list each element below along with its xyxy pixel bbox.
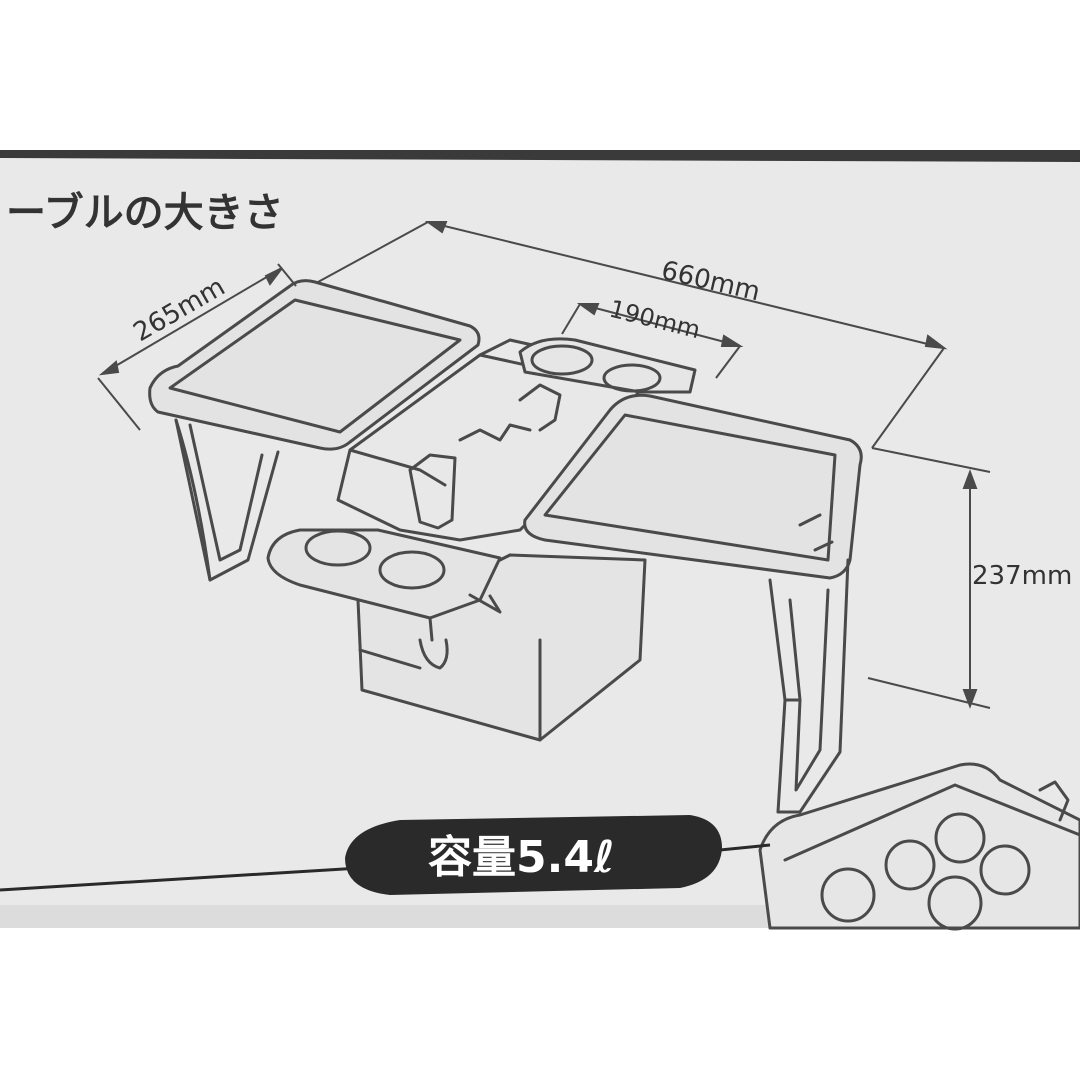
arrow-head <box>424 221 448 234</box>
tray-extension-line-right <box>715 345 741 379</box>
dimension-lines <box>97 221 991 709</box>
section-title: ーブルの大きさ <box>6 190 284 236</box>
page-edge-shadow <box>0 150 1080 162</box>
width-dimension-line <box>427 221 945 349</box>
arrow-head <box>576 303 600 316</box>
left-tabletop <box>148 279 481 451</box>
capacity-badge-text: 容量5.4ℓ <box>428 832 615 883</box>
tray-extension-line-left <box>561 303 581 335</box>
arrow-head <box>962 689 978 709</box>
width-extension-line-right <box>871 347 945 449</box>
tray-dimension-line <box>579 303 741 347</box>
badge-rule-right <box>719 843 771 852</box>
height-extension-line-top <box>871 447 991 473</box>
right-tabletop <box>523 393 863 580</box>
width-extension-line-left <box>317 221 429 283</box>
arrow-head <box>720 334 744 347</box>
height-label: 237mm <box>972 561 1072 591</box>
arrow-head <box>98 360 120 376</box>
table-drawing <box>148 279 1080 931</box>
arrow-head <box>924 334 948 350</box>
left-table-leg <box>174 418 280 582</box>
front-cup-tray <box>266 528 502 642</box>
depth-dimension-line <box>101 267 283 375</box>
open-cooler-illustration <box>758 762 1080 931</box>
right-table-leg <box>768 558 850 814</box>
capacity-badge <box>345 815 722 895</box>
depth-extension-line-left <box>97 377 141 431</box>
arrow-head <box>962 469 978 489</box>
badge-rule-left <box>0 866 361 892</box>
arrow-head <box>264 267 283 286</box>
back-cup-tray <box>518 337 697 394</box>
